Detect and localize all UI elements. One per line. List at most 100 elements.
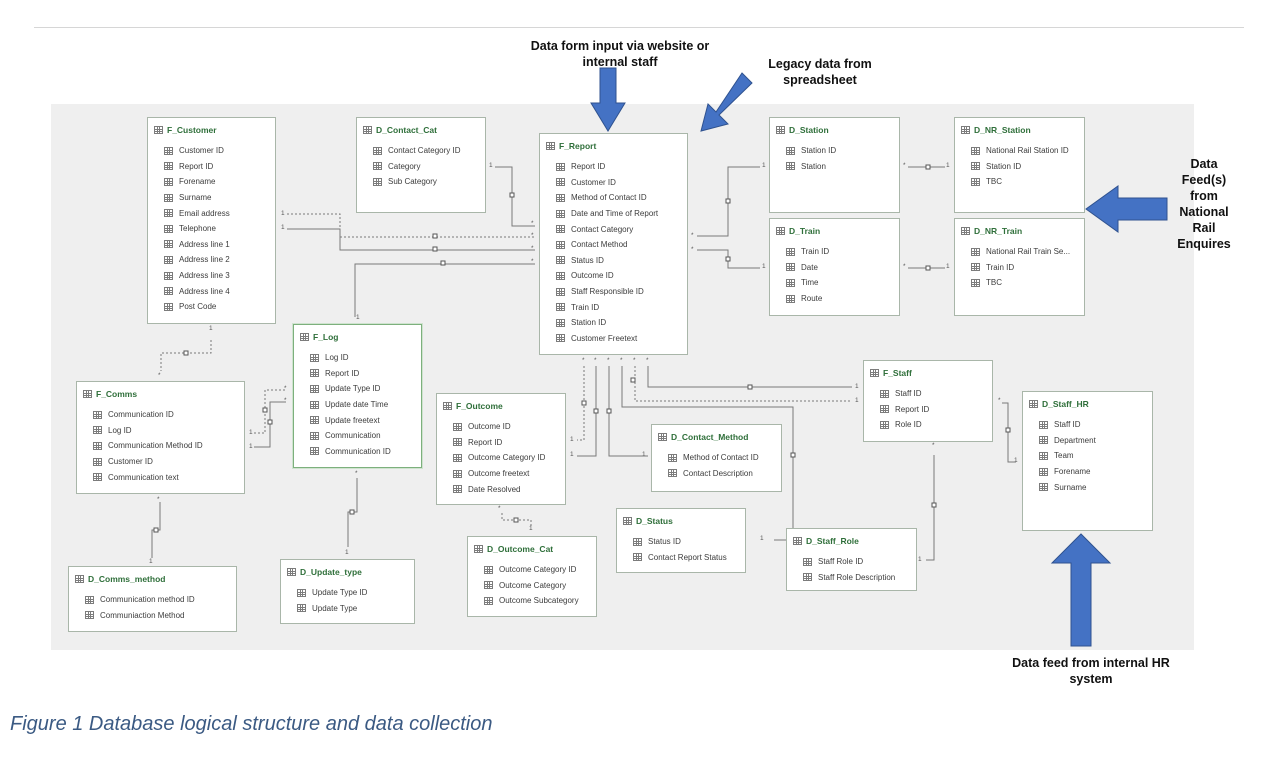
table-field[interactable]: Forename — [154, 174, 269, 190]
table-field[interactable]: Train ID — [776, 244, 893, 260]
table-field[interactable]: Staff Responsible ID — [546, 284, 681, 300]
table-field[interactable]: Staff Role ID — [793, 554, 910, 570]
table-field[interactable]: Contact Report Status — [623, 550, 739, 566]
table-field[interactable]: Date Resolved — [443, 481, 559, 497]
table-field[interactable]: Team — [1029, 448, 1146, 464]
table-field[interactable]: Station — [776, 159, 893, 175]
table-field[interactable]: Update Type ID — [300, 381, 415, 397]
table-field[interactable]: Outcome ID — [546, 268, 681, 284]
table-field[interactable]: Station ID — [776, 143, 893, 159]
table-field[interactable]: Report ID — [154, 159, 269, 175]
table-field[interactable]: Station ID — [961, 159, 1078, 175]
table-field[interactable]: Outcome Category ID — [474, 562, 590, 578]
field-icon — [668, 453, 677, 462]
table-field[interactable]: Communiaction Method — [75, 608, 230, 624]
table-field[interactable]: Communication Method ID — [83, 438, 238, 454]
table-field[interactable]: Customer ID — [154, 143, 269, 159]
table-field[interactable]: Communication — [300, 428, 415, 444]
table-field[interactable]: National Rail Train Se... — [961, 244, 1078, 260]
table-field[interactable]: Communication text — [83, 469, 238, 485]
field-icon — [93, 426, 102, 435]
table-field[interactable]: Staff Role Description — [793, 570, 910, 586]
table-field[interactable]: Log ID — [83, 423, 238, 439]
table-field[interactable]: Contact Method — [546, 237, 681, 253]
table-field[interactable]: TBC — [961, 174, 1078, 190]
table-field[interactable]: Station ID — [546, 315, 681, 331]
table-field[interactable]: Date — [776, 260, 893, 276]
table-field[interactable]: Email address — [154, 205, 269, 221]
table-field[interactable]: Contact Category ID — [363, 143, 479, 159]
table-field[interactable]: Surname — [154, 190, 269, 206]
table-field[interactable]: Train ID — [546, 299, 681, 315]
table-field[interactable]: Update Type ID — [287, 585, 408, 601]
table-field[interactable]: Outcome freetext — [443, 466, 559, 482]
table-field[interactable]: Method of Contact ID — [546, 190, 681, 206]
table-field[interactable]: Outcome Category — [474, 578, 590, 594]
table-field[interactable]: Outcome Subcategory — [474, 593, 590, 609]
table-field[interactable]: Telephone — [154, 221, 269, 237]
table-field[interactable]: Train ID — [961, 260, 1078, 276]
table-field[interactable]: Address line 3 — [154, 268, 269, 284]
table-field[interactable]: Customer ID — [546, 175, 681, 191]
table-field[interactable]: Communication method ID — [75, 592, 230, 608]
table-field[interactable]: Category — [363, 159, 479, 175]
table-field[interactable]: Log ID — [300, 350, 415, 366]
table-field[interactable]: Outcome ID — [443, 419, 559, 435]
table-field[interactable]: Outcome Category ID — [443, 450, 559, 466]
table-field[interactable]: Customer Freetext — [546, 331, 681, 347]
table-field[interactable]: Contact Category — [546, 221, 681, 237]
table-field[interactable]: Contact Description — [658, 466, 775, 482]
table-field[interactable]: Status ID — [623, 534, 739, 550]
table-field[interactable]: Communication ID — [83, 407, 238, 423]
table-field[interactable]: Report ID — [546, 159, 681, 175]
table-field[interactable]: Time — [776, 275, 893, 291]
table-field[interactable]: Date and Time of Report — [546, 206, 681, 222]
table-field[interactable]: TBC — [961, 275, 1078, 291]
table-field[interactable]: Surname — [1029, 479, 1146, 495]
table-field[interactable]: Route — [776, 291, 893, 307]
table-field[interactable]: Sub Category — [363, 174, 479, 190]
table-field[interactable]: Address line 1 — [154, 237, 269, 253]
table-field[interactable]: National Rail Station ID — [961, 143, 1078, 159]
table-field[interactable]: Department — [1029, 433, 1146, 449]
table-field[interactable]: Address line 2 — [154, 252, 269, 268]
table-field[interactable]: Report ID — [870, 402, 986, 418]
table-field[interactable]: Forename — [1029, 464, 1146, 480]
table-field[interactable]: Method of Contact ID — [658, 450, 775, 466]
table-field[interactable]: Communication ID — [300, 444, 415, 460]
table-icon — [658, 433, 667, 441]
table-field[interactable]: Customer ID — [83, 454, 238, 470]
table-field[interactable]: Staff ID — [1029, 417, 1146, 433]
table-field[interactable]: Address line 4 — [154, 283, 269, 299]
table-field[interactable]: Report ID — [443, 435, 559, 451]
table-field[interactable]: Staff ID — [870, 386, 986, 402]
table-field[interactable]: Status ID — [546, 253, 681, 269]
table-field[interactable]: Update Type — [287, 601, 408, 617]
table-field[interactable]: Role ID — [870, 417, 986, 433]
field-name: Method of Contact ID — [571, 193, 647, 203]
table-field[interactable]: Update date Time — [300, 397, 415, 413]
table-field[interactable]: Update freetext — [300, 412, 415, 428]
table-field[interactable]: Post Code — [154, 299, 269, 315]
table-field[interactable]: Report ID — [300, 366, 415, 382]
card-many: * — [157, 496, 160, 503]
card-many: * — [498, 505, 501, 512]
